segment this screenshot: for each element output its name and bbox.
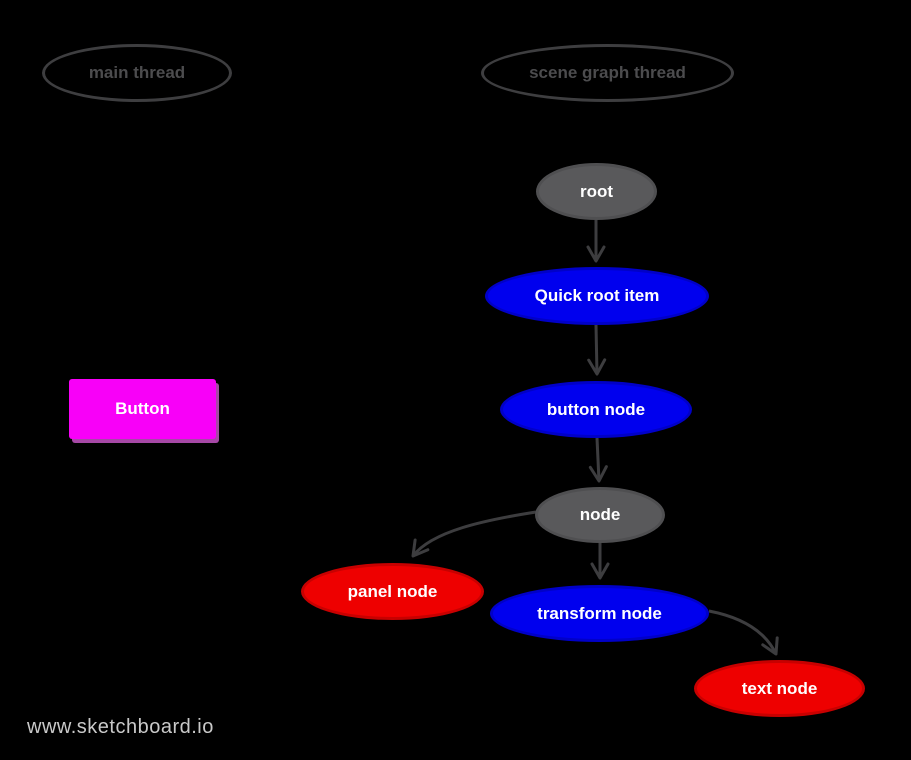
- node-transform-node-label: transform node: [537, 603, 662, 623]
- node-button-node-label: button node: [546, 399, 646, 419]
- node-root[interactable]: root: [536, 163, 657, 220]
- node-transform-node[interactable]: transform node: [490, 585, 709, 642]
- node-node[interactable]: node: [535, 487, 665, 543]
- node-quick-root-item-label: Quick root item: [534, 286, 660, 305]
- node-text-node[interactable]: text node: [694, 660, 865, 717]
- thread-main-label: main thread: [88, 63, 186, 82]
- edge-transform-node-to-text-node[interactable]: [708, 609, 779, 656]
- thread-ellipse-scene-graph[interactable]: scene graph thread: [481, 44, 734, 102]
- node-button-node[interactable]: button node: [500, 381, 692, 438]
- node-text-node-label: text node: [741, 678, 818, 698]
- node-quick-root-item[interactable]: Quick root item: [485, 267, 709, 325]
- node-root-label: root: [579, 181, 614, 201]
- button-shape[interactable]: Button: [69, 379, 216, 439]
- node-panel-node[interactable]: panel node: [301, 563, 484, 620]
- sketchboard-watermark: www.sketchboard.io: [27, 716, 214, 738]
- node-panel-node-label: panel node: [347, 581, 438, 601]
- thread-ellipse-main[interactable]: main thread: [42, 44, 232, 102]
- thread-scene-graph-label: scene graph thread: [529, 63, 686, 82]
- button-shape-label: Button: [115, 399, 170, 418]
- edge-button-node-to-node[interactable]: [588, 437, 608, 483]
- node-node-label: node: [579, 505, 621, 524]
- edge-node-to-panel-node[interactable]: [411, 510, 537, 558]
- edge-quick-root-item-to-button-node[interactable]: [587, 324, 607, 376]
